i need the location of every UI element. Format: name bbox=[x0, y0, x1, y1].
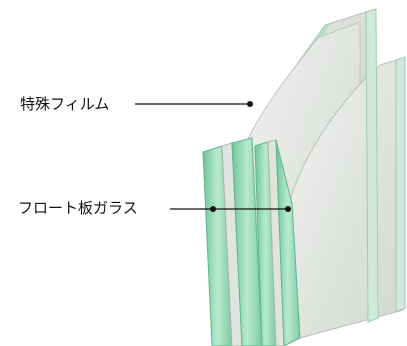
film-edge bbox=[221, 142, 243, 346]
film-leader-dot bbox=[247, 101, 253, 107]
special-film-label: 特殊フィルム bbox=[20, 95, 110, 113]
second-film-edge bbox=[267, 139, 285, 346]
back-edge-right bbox=[365, 8, 379, 323]
float-glass-label: フロート板ガラス bbox=[18, 199, 138, 217]
front-edge-right bbox=[395, 56, 406, 313]
glass-leader-dot-right bbox=[285, 206, 291, 212]
second-glass-edge-left bbox=[254, 141, 277, 346]
front-glass-edge-right bbox=[231, 137, 263, 346]
second-glass-edge-right bbox=[275, 139, 301, 346]
glass-leader-dot-left bbox=[210, 206, 216, 212]
front-glass-edge-left bbox=[202, 145, 233, 346]
